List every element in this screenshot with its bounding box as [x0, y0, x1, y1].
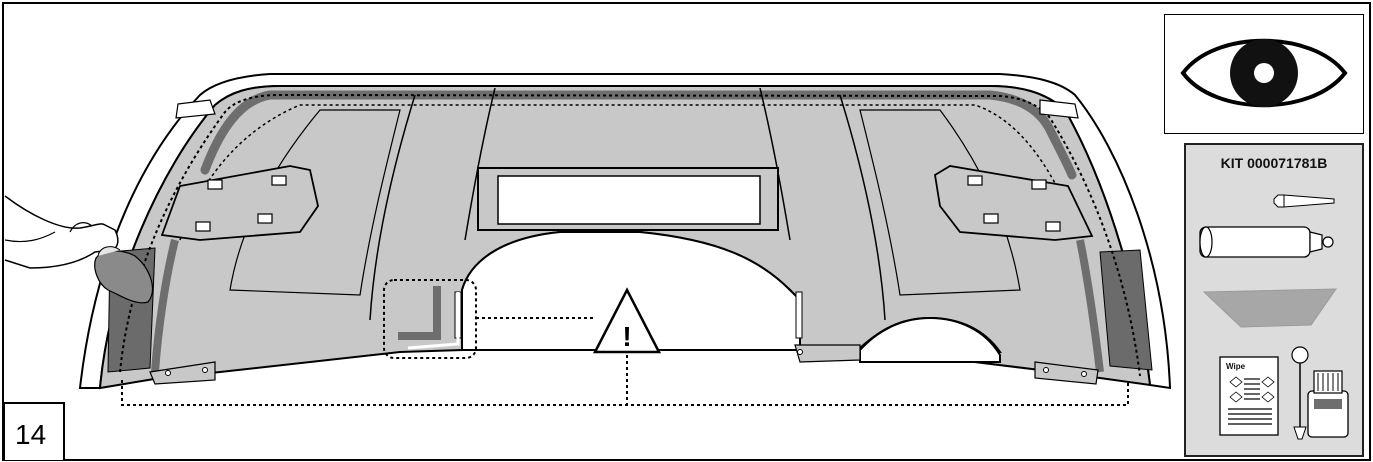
- clips-right: [967, 175, 1061, 232]
- glue-tube-icon: [1273, 194, 1335, 208]
- right-side-pad: [1099, 249, 1153, 371]
- lug-right: [1034, 361, 1099, 385]
- warning-icon: [592, 287, 662, 354]
- tape-strip-right: [1076, 239, 1104, 373]
- fin-left-1: [369, 94, 416, 321]
- step-number-box: 14: [3, 402, 65, 460]
- lug-left: [149, 361, 216, 385]
- fin-right-1: [839, 94, 886, 321]
- hand-icon: [4, 195, 153, 304]
- kit-items: [1199, 194, 1349, 440]
- leader-line-bottom: [121, 380, 1129, 406]
- adhesive-dotted-path: [119, 93, 1141, 377]
- eye-icon: [1180, 38, 1348, 108]
- tape-piece-center-right: [795, 291, 803, 339]
- warning-symbol: !: [622, 321, 631, 352]
- wipe-sachet-icon: [1219, 356, 1279, 436]
- side-tab-right: [1039, 99, 1079, 119]
- l-tape-detail: [398, 286, 441, 340]
- adhesive-cartridge-icon: [1199, 226, 1334, 258]
- primer-bottle-icon: [1291, 346, 1349, 440]
- kit-panel: KIT 000071781B: [1184, 143, 1364, 457]
- lug-center-right: [794, 344, 861, 363]
- clips-left: [195, 175, 287, 232]
- wipe-label: Wipe: [1226, 362, 1246, 371]
- l-tape-detail-white: [407, 292, 460, 350]
- kit-title: KIT 000071781B: [1220, 155, 1328, 171]
- tape-strip-top: [200, 90, 1077, 180]
- step-number: 14: [15, 419, 47, 450]
- center-opening: [497, 175, 761, 225]
- center-cutout: [461, 231, 801, 351]
- right-exhaust-cutout: [859, 316, 1001, 363]
- foam-strip-icon: [1202, 288, 1337, 328]
- side-tab-left: [175, 99, 216, 119]
- tape-strip-left: [151, 239, 179, 373]
- fin-left-2: [464, 87, 496, 241]
- visual-inspection-box: [1164, 14, 1364, 134]
